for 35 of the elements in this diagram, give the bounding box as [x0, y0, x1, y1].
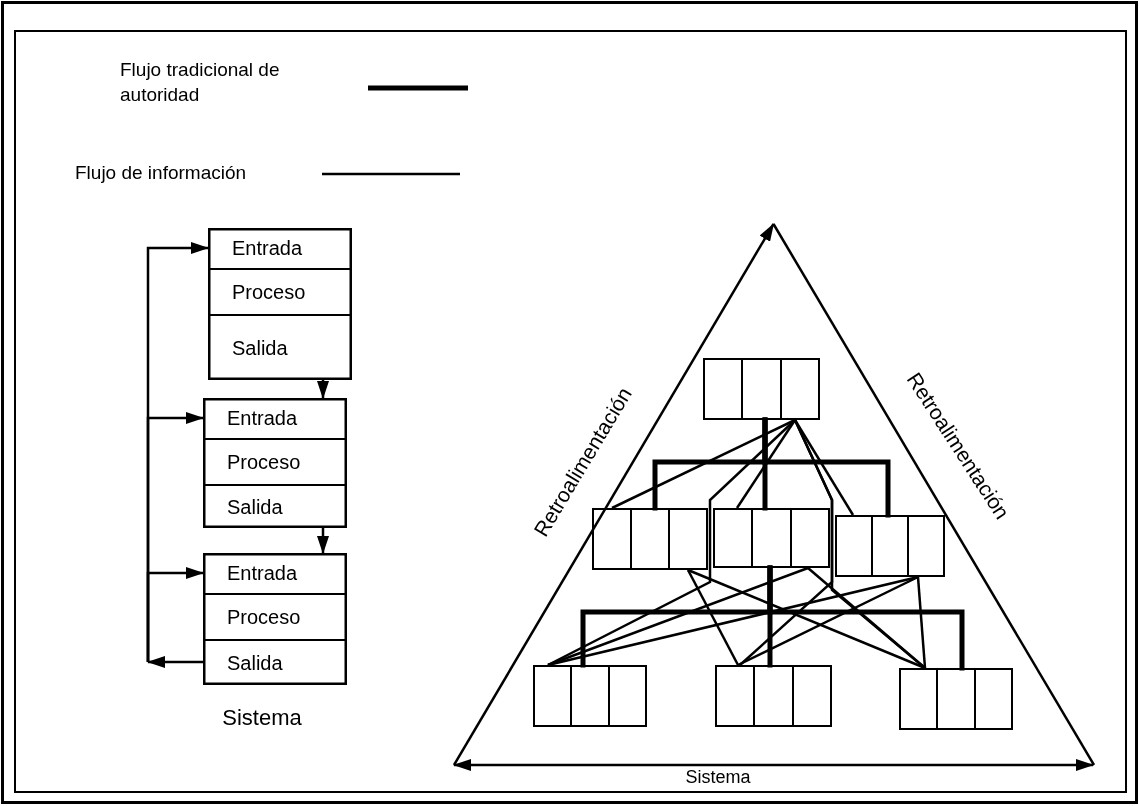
caption-text: Sistema: [222, 705, 302, 731]
connector-line: [737, 575, 919, 667]
text-row: Proceso: [203, 438, 347, 484]
cell-box: [899, 668, 1013, 730]
cell-box: [713, 508, 830, 568]
connector-line: [807, 567, 926, 669]
connector-line: [735, 419, 797, 509]
text-row: Salida: [208, 314, 352, 380]
side-label: Sistema: [685, 766, 751, 788]
connector-line: [611, 418, 796, 510]
system-box: [203, 553, 347, 685]
arrow: [147, 656, 203, 668]
arrow: [317, 528, 329, 554]
connector-line: [686, 569, 740, 666]
arrow: [146, 567, 204, 662]
cell-box: [533, 665, 647, 727]
text-row: Salida: [203, 484, 347, 528]
text-row: Entrada: [203, 553, 347, 593]
text-row: Proceso: [208, 268, 352, 314]
connector-line: [767, 565, 965, 671]
system-box: [203, 398, 347, 528]
text-row: Entrada: [208, 228, 352, 268]
connector-line: [687, 568, 926, 670]
connector-line: [762, 417, 891, 518]
text-row: Proceso: [203, 593, 347, 639]
text-row: Salida: [203, 639, 347, 685]
legend-text: Flujo tradicional de autoridad: [120, 58, 281, 107]
arrow: [317, 380, 329, 399]
cell-box: [703, 358, 820, 420]
text-row: Entrada: [203, 398, 347, 438]
connector-line: [916, 576, 927, 669]
system-box: [208, 228, 352, 380]
legend-text: Flujo de información: [75, 161, 248, 185]
connector-line: [547, 566, 809, 667]
cell-box: [715, 665, 832, 727]
